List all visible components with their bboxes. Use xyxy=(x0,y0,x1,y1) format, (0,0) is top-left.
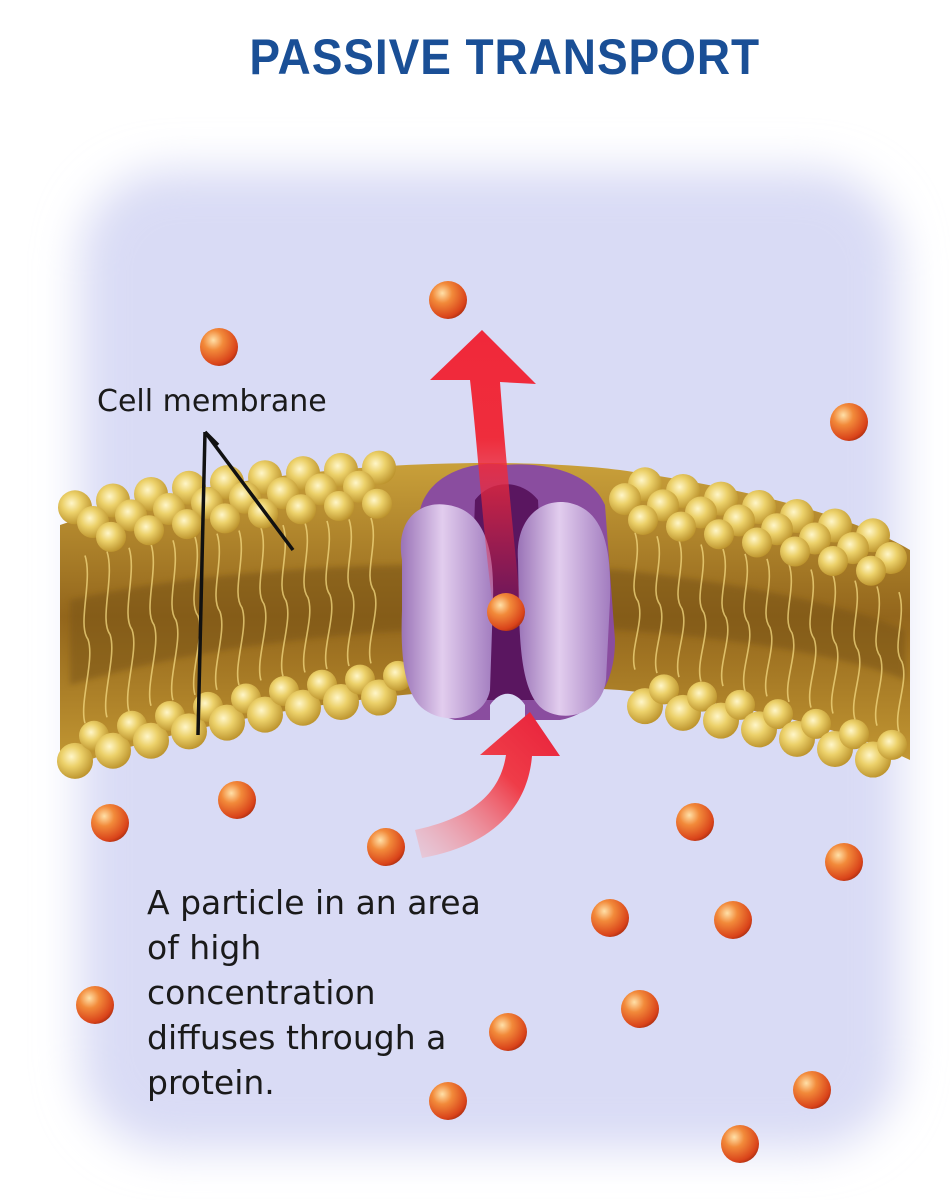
lipid-head xyxy=(210,503,240,534)
lipid-tail xyxy=(170,540,179,701)
lipid-head xyxy=(361,679,397,716)
lipid-tail xyxy=(632,532,641,670)
particle xyxy=(721,1125,759,1163)
lipid-head xyxy=(780,536,810,567)
lipid-head xyxy=(666,511,696,542)
lipid-head xyxy=(856,555,886,586)
lipid-head xyxy=(57,742,93,779)
particle xyxy=(489,1013,527,1051)
lipid-tail xyxy=(874,586,883,726)
particle xyxy=(429,1082,467,1120)
lipid-head xyxy=(247,696,283,733)
lipid-head xyxy=(96,521,126,552)
lipid-tail xyxy=(324,520,333,670)
lipid-tail xyxy=(126,547,135,712)
lipid-head xyxy=(801,708,831,739)
lipid-head xyxy=(763,699,793,730)
particle xyxy=(591,899,629,937)
lipid-tail xyxy=(258,527,267,681)
lipid-tail xyxy=(214,533,223,691)
particle xyxy=(367,828,405,866)
particle xyxy=(830,403,868,441)
particle xyxy=(429,281,467,319)
particle xyxy=(76,986,114,1024)
membrane-label-pointers xyxy=(196,430,295,736)
diffusion-arrow-upper xyxy=(430,330,536,600)
lipid-tail xyxy=(786,563,795,703)
lipid-head xyxy=(324,491,354,522)
lipid-head xyxy=(649,674,679,705)
lipid-head xyxy=(839,719,869,750)
lipid-tail xyxy=(280,524,289,677)
lipid-tail xyxy=(148,543,157,707)
lipid-head xyxy=(362,488,392,519)
diffusion-caption: A particle in an area of high concentrat… xyxy=(147,883,481,1102)
lipid-tail xyxy=(720,548,729,687)
lipid-tail xyxy=(654,536,663,674)
lipid-head xyxy=(877,729,907,760)
particle xyxy=(218,781,256,819)
lipid-tail xyxy=(698,544,707,682)
lipid-head xyxy=(285,689,321,726)
lipid-tail xyxy=(346,519,355,667)
lipid-head xyxy=(628,504,658,535)
lipid-head xyxy=(286,494,316,525)
lipid-head xyxy=(687,681,717,712)
cell-membrane-label: Cell membrane xyxy=(97,384,327,419)
lipid-tail xyxy=(742,553,751,692)
lipid-tail xyxy=(676,540,685,678)
lipid-head xyxy=(134,515,164,546)
diagram-title: PASSIVE TRANSPORT xyxy=(249,29,761,85)
lipid-head xyxy=(95,732,131,769)
lipid-tail xyxy=(192,536,201,696)
lipid-tail xyxy=(830,574,839,714)
lipid-tail xyxy=(896,591,905,733)
lipid-tail xyxy=(104,551,113,718)
lipid-head xyxy=(323,684,359,721)
particle xyxy=(825,843,863,881)
particle xyxy=(621,990,659,1028)
lipid-head xyxy=(725,689,755,720)
particle xyxy=(793,1071,831,1109)
particle xyxy=(91,804,129,842)
particle xyxy=(487,593,525,631)
particle xyxy=(676,803,714,841)
lipid-tail xyxy=(302,522,311,673)
lipid-tail xyxy=(368,517,377,664)
diffusion-arrow-lower xyxy=(415,712,560,858)
particle xyxy=(714,901,752,939)
lipid-head xyxy=(133,722,169,759)
lipid-head xyxy=(172,509,202,540)
lipid-head xyxy=(704,519,734,550)
lipid-tail xyxy=(852,580,861,720)
lipid-tail xyxy=(236,530,245,686)
particle xyxy=(200,328,238,366)
lipid-head xyxy=(742,527,772,558)
lipid-tail xyxy=(82,555,91,724)
lipid-tail xyxy=(808,569,817,708)
lipid-head xyxy=(209,704,245,741)
lipid-head xyxy=(818,545,848,576)
lipid-tail xyxy=(764,558,773,697)
particles xyxy=(76,281,868,1163)
lipid-head xyxy=(609,483,641,516)
